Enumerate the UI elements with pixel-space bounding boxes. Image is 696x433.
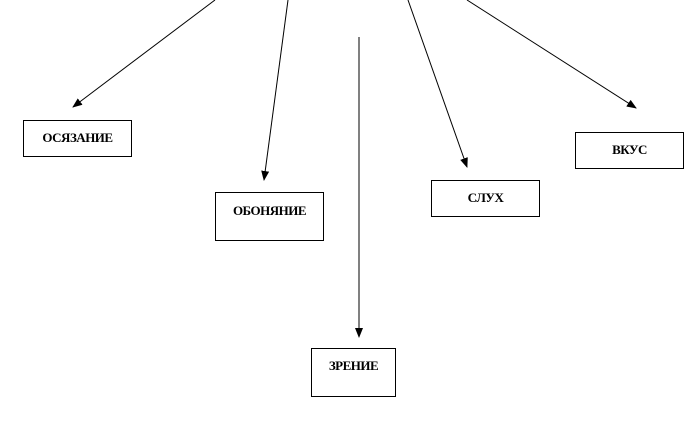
- box-hearing: СЛУХ: [431, 180, 540, 217]
- box-taste: ВКУС: [575, 132, 684, 169]
- box-sight: ЗРЕНИЕ: [311, 348, 396, 397]
- arrow-to-touch: [72, 0, 216, 108]
- label-smell: ОБОНЯНИЕ: [232, 203, 307, 218]
- box-smell: ОБОНЯНИЕ: [215, 192, 324, 241]
- label-taste: ВКУС: [612, 142, 647, 157]
- box-touch: ОСЯЗАНИЕ: [23, 120, 132, 157]
- arrow-to-smell: [261, 0, 289, 181]
- arrow-to-taste: [466, 0, 637, 109]
- label-sight: ЗРЕНИЕ: [328, 358, 379, 373]
- arrow-to-hearing: [407, 0, 468, 168]
- label-touch: ОСЯЗАНИЕ: [42, 130, 113, 145]
- label-hearing: СЛУХ: [467, 190, 504, 205]
